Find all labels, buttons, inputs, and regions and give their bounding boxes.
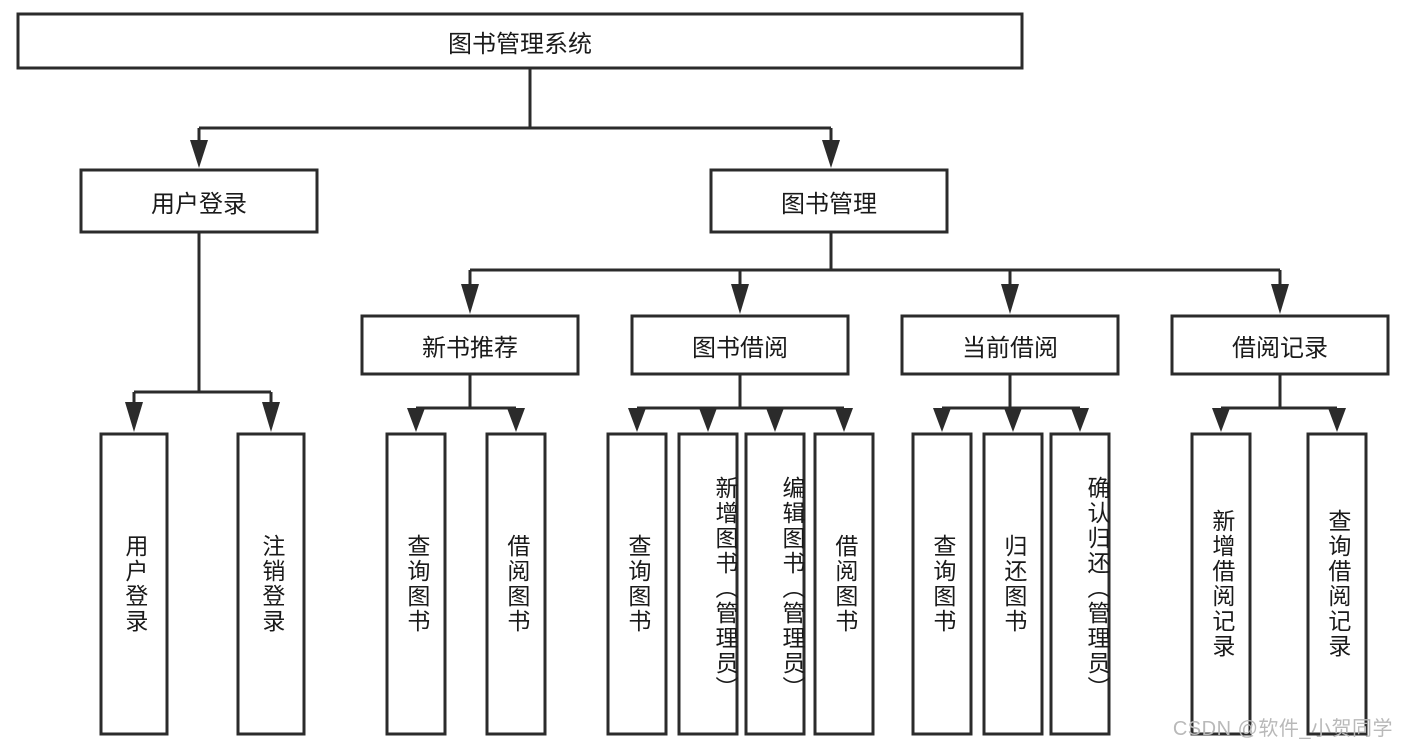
arrow-head-leaf-borrow-3: [766, 408, 784, 432]
arrow-head-records: [1271, 284, 1289, 314]
arrow-head-leaf-new-1: [407, 408, 425, 432]
node-box-leaf-rec-2[interactable]: [1306, 432, 1368, 736]
arrow-head-leaf-rec-1: [1212, 408, 1230, 432]
node-box-leaf-cur-1[interactable]: [911, 432, 973, 736]
connector-root-to-level1: [190, 68, 840, 168]
node-box-leaf-new-1[interactable]: [385, 432, 447, 736]
connector-borrow-to-leaves: [628, 374, 853, 432]
arrow-head-newbook: [461, 284, 479, 314]
connector-current-to-leaves: [933, 374, 1089, 432]
node-box-records[interactable]: [1170, 314, 1390, 376]
arrow-head-leaf-rec-2: [1328, 408, 1346, 432]
connector-records-to-leaves: [1212, 374, 1346, 432]
node-box-leaf-borrow-3[interactable]: [744, 432, 806, 736]
node-box-leaf-borrow-2[interactable]: [677, 432, 739, 736]
arrow-head-leaf-new-2: [507, 408, 525, 432]
arrow-head-leaf-borrow-4: [835, 408, 853, 432]
arrow-head-bookmgmt: [822, 140, 840, 168]
arrow-head-leaf-cur-1: [933, 408, 951, 432]
node-box-leaf-borrow-1[interactable]: [606, 432, 668, 736]
node-box-leaf-login-1[interactable]: [99, 432, 169, 736]
node-box-newbook[interactable]: [360, 314, 580, 376]
connector-newbook-to-leaves: [407, 374, 525, 432]
node-box-leaf-rec-1[interactable]: [1190, 432, 1252, 736]
node-box-leaf-borrow-4[interactable]: [813, 432, 875, 736]
arrow-head-leaf-login-2: [262, 402, 280, 432]
node-box-leaf-login-2[interactable]: [236, 432, 306, 736]
arrow-head-leaf-cur-3: [1071, 408, 1089, 432]
node-box-leaf-new-2[interactable]: [485, 432, 547, 736]
arrow-head-borrow: [731, 284, 749, 314]
node-box-login[interactable]: [79, 168, 319, 234]
node-box-root[interactable]: [16, 12, 1024, 70]
node-box-current[interactable]: [900, 314, 1120, 376]
arrow-head-leaf-borrow-1: [628, 408, 646, 432]
arrow-head-leaf-borrow-2: [699, 408, 717, 432]
node-box-leaf-cur-2[interactable]: [982, 432, 1044, 736]
arrow-head-leaf-login-1: [125, 402, 143, 432]
node-box-bookmgmt[interactable]: [709, 168, 949, 234]
arrow-head-login: [190, 140, 208, 168]
connector-bookmgmt-to-level2: [461, 232, 1289, 314]
arrow-head-current: [1001, 284, 1019, 314]
node-box-borrow[interactable]: [630, 314, 850, 376]
node-box-leaf-cur-3[interactable]: [1049, 432, 1111, 736]
connector-login-to-leaves: [125, 232, 280, 432]
arrow-head-leaf-cur-2: [1004, 408, 1022, 432]
